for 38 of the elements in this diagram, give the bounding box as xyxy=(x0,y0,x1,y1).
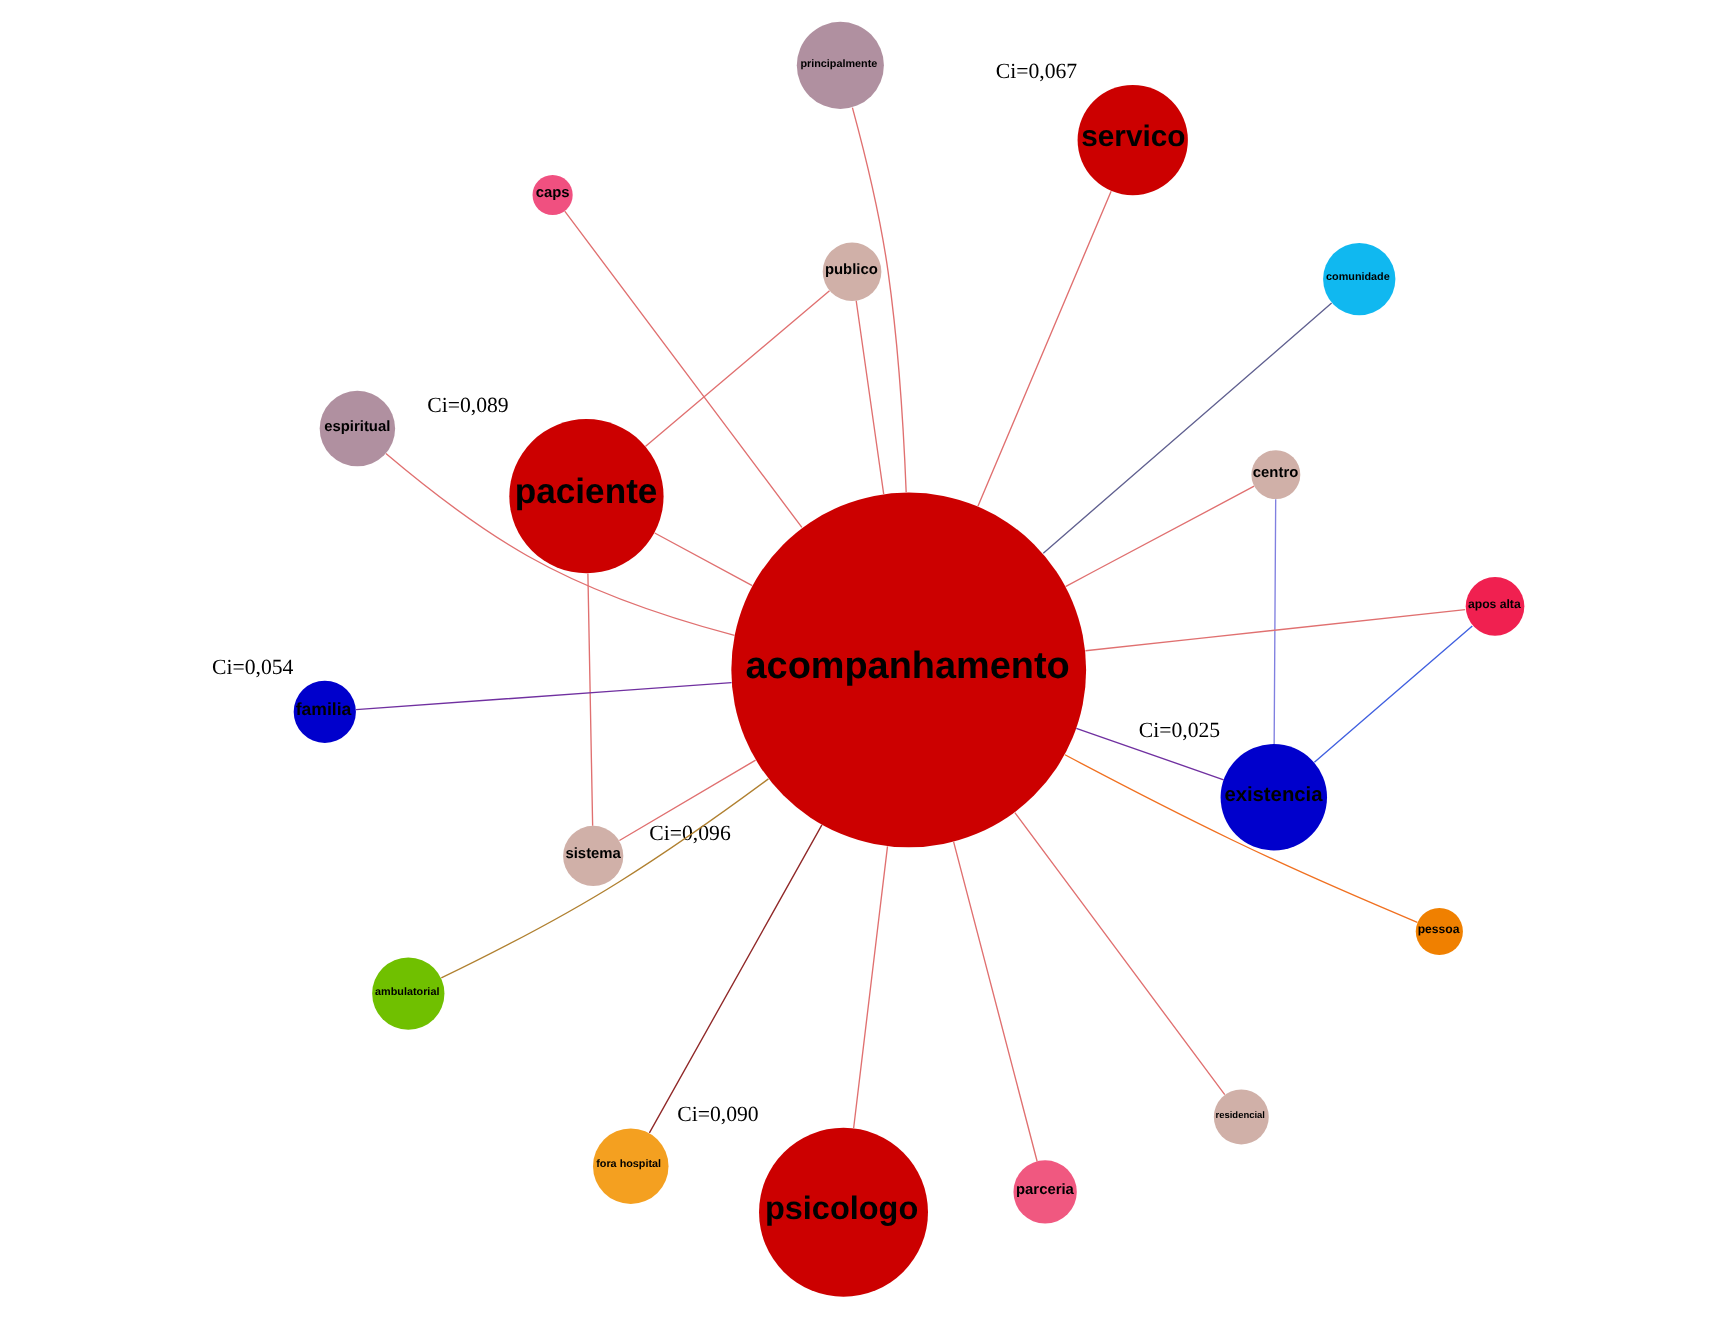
node-circle: caps xyxy=(531,174,572,216)
connector xyxy=(354,681,732,711)
node-circle: servico xyxy=(1076,84,1187,196)
connector xyxy=(439,778,769,979)
node-label: Ci=0,054 xyxy=(211,656,293,681)
connector xyxy=(1063,754,1417,924)
node-label: Ci=0,067 xyxy=(994,60,1077,85)
connector xyxy=(1272,498,1276,745)
node-circle: parceria xyxy=(1012,1160,1076,1224)
connector xyxy=(643,290,830,448)
node-circle: centro xyxy=(1250,450,1300,500)
connector xyxy=(951,840,1037,1163)
node-label: Ci=0,025 xyxy=(1137,719,1220,744)
node-circle: acompanhamento xyxy=(730,492,1086,848)
connector xyxy=(1083,608,1465,652)
node-circle: familia xyxy=(292,680,355,743)
node-circle: espiritual xyxy=(318,390,395,467)
node-circle: publico xyxy=(821,242,881,302)
connector xyxy=(586,572,593,827)
connector xyxy=(850,106,906,493)
node-label: Ci=0,089 xyxy=(426,394,508,419)
node-circle: paciente xyxy=(508,419,663,574)
connector xyxy=(851,845,888,1130)
connector xyxy=(384,452,735,637)
connector xyxy=(1013,811,1225,1096)
connector xyxy=(653,532,752,587)
connector xyxy=(563,210,802,529)
connector xyxy=(1063,485,1254,588)
connector xyxy=(854,300,884,495)
connector xyxy=(1041,302,1332,554)
connector xyxy=(1074,727,1224,781)
connector xyxy=(1312,625,1472,763)
node-circle: existencia xyxy=(1219,744,1327,851)
connector xyxy=(647,824,822,1134)
connector xyxy=(976,190,1111,507)
node-circle: sistema xyxy=(562,825,623,887)
node-label: Ci=0,090 xyxy=(676,1102,758,1127)
node-circle: psicologo xyxy=(758,1127,927,1297)
